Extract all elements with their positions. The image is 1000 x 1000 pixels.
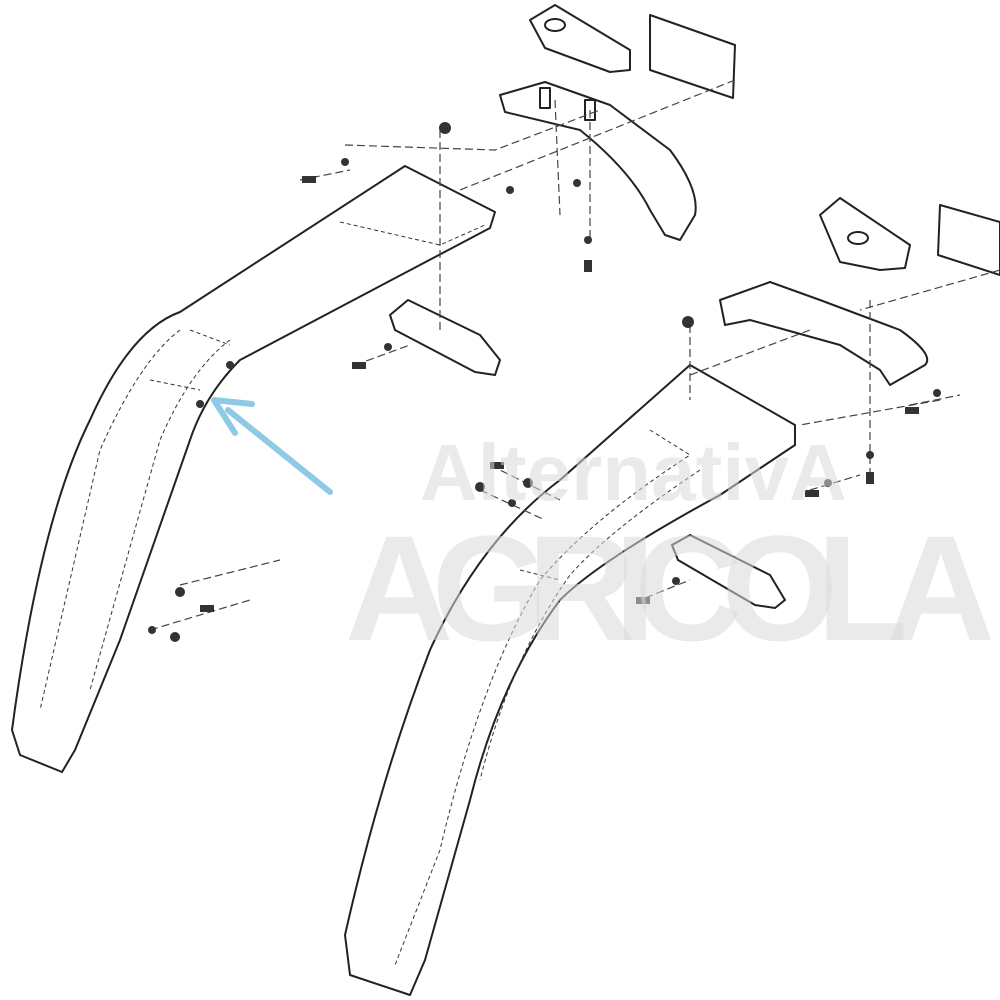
- watermark: AlternativA AGRICOLA: [345, 428, 995, 672]
- pointer-arrow: [211, 397, 333, 495]
- right-step: [671, 534, 786, 609]
- watermark-line2: AGRICOLA: [345, 504, 995, 672]
- assembly-lines: [149, 79, 1000, 631]
- left-bracket: [499, 81, 697, 241]
- right-fender: [344, 364, 796, 996]
- left-fender: [11, 165, 496, 773]
- watermark-line1: AlternativA: [420, 428, 847, 517]
- left-pad: [529, 4, 631, 73]
- right-bracket: [719, 281, 929, 386]
- right-plate: [937, 204, 1000, 276]
- fasteners: [148, 122, 941, 642]
- left-step: [389, 299, 501, 376]
- right-pad: [819, 197, 911, 271]
- left-plate: [649, 14, 736, 99]
